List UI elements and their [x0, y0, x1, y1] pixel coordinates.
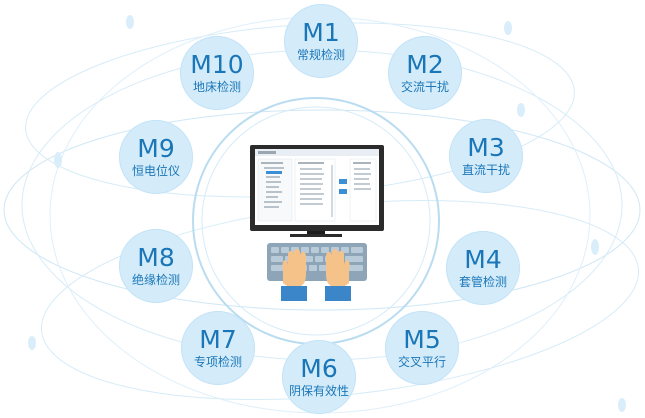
node-code: M2 — [406, 50, 444, 79]
node-m4[interactable]: M4 套管检测 — [446, 231, 520, 305]
node-label: 交叉平行 — [397, 355, 446, 369]
orbit-dot — [28, 336, 36, 350]
node-m9[interactable]: M9 恒电位仪 — [119, 120, 193, 194]
node-m8[interactable]: M8 绝缘检测 — [119, 229, 193, 303]
node-code: M6 — [300, 354, 338, 383]
center-ring-inner — [201, 106, 431, 336]
orbit-dot — [126, 15, 134, 29]
node-label: 绝缘检测 — [131, 273, 180, 287]
orbit-ring — [3, 109, 641, 311]
node-label: 恒电位仪 — [131, 164, 180, 178]
orbit-dot — [517, 103, 525, 117]
computer-workstation-icon — [250, 145, 384, 301]
node-code: M8 — [137, 243, 175, 272]
right-hand — [325, 249, 351, 301]
node-code: M3 — [467, 133, 505, 162]
node-label: 套管检测 — [458, 275, 507, 289]
node-label: 专项检测 — [193, 355, 242, 369]
node-label: 直流干扰 — [461, 163, 510, 177]
node-code: M10 — [190, 50, 244, 79]
node-m2[interactable]: M2 交流干扰 — [388, 36, 462, 110]
node-m7[interactable]: M7 专项检测 — [181, 311, 255, 385]
node-label: 常规检测 — [296, 48, 345, 62]
node-label: 地床检测 — [192, 80, 241, 94]
orbit-dot — [54, 152, 62, 168]
node-code: M1 — [302, 18, 340, 47]
orbit-dot — [591, 239, 599, 255]
node-code: M4 — [464, 245, 502, 274]
node-m3[interactable]: M3 直流干扰 — [449, 119, 523, 193]
left-hand — [281, 249, 307, 301]
node-code: M9 — [137, 134, 175, 163]
node-m1[interactable]: M1 常规检测 — [284, 4, 358, 78]
node-m5[interactable]: M5 交叉平行 — [385, 311, 459, 385]
orbit-dot — [504, 21, 512, 35]
node-m10[interactable]: M10 地床检测 — [180, 36, 254, 110]
orbit-dot — [618, 398, 626, 412]
node-m6[interactable]: M6 阴保有效性 — [282, 340, 356, 414]
node-label: 阴保有效性 — [288, 384, 349, 398]
node-label: 交流干扰 — [400, 80, 449, 94]
node-code: M5 — [403, 325, 441, 354]
node-code: M7 — [199, 325, 237, 354]
